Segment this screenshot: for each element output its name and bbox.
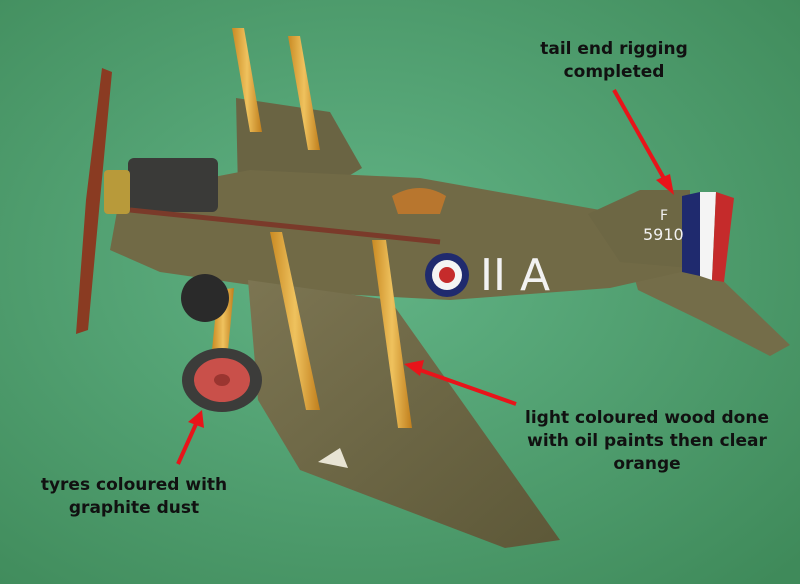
annotation-line: graphite dust (68, 498, 200, 518)
wing-inspection-panel (318, 448, 348, 468)
arrow-wood-strut (404, 360, 517, 406)
annotation-line: light coloured wood done (525, 408, 769, 428)
tail-fin (588, 190, 690, 268)
wing-struts (212, 28, 412, 428)
annotation-line: tail end rigging (540, 39, 688, 59)
propeller (76, 68, 112, 334)
engine-brass (104, 170, 130, 214)
tail-serial-letter: F (660, 208, 668, 224)
fuselage-code: II A (480, 250, 550, 301)
annotation-tyres: tyres coloured with graphite dust (36, 474, 232, 520)
annotation-line: with oil paints then clear (527, 431, 767, 451)
tail-serial-number: 5910 (643, 225, 684, 244)
annotation-wood: light coloured wood done with oil paints… (522, 407, 772, 476)
front-wheel (182, 348, 262, 412)
rudder-stripes (682, 192, 734, 282)
annotation-line: completed (563, 62, 665, 82)
engine (128, 158, 218, 212)
fuselage (110, 170, 690, 300)
rear-wheel (181, 274, 229, 322)
wing-spar-rod (129, 207, 441, 245)
arrow-tail-rigging (612, 89, 674, 195)
annotation-tail-rigging: tail end rigging completed (524, 38, 704, 84)
fuselage-roundel (425, 253, 469, 297)
tailplane (630, 262, 790, 356)
cockpit-rim (392, 188, 446, 214)
annotation-line: tyres coloured with (40, 475, 228, 495)
annotation-line: orange (613, 454, 681, 474)
arrow-tyres (176, 410, 204, 465)
